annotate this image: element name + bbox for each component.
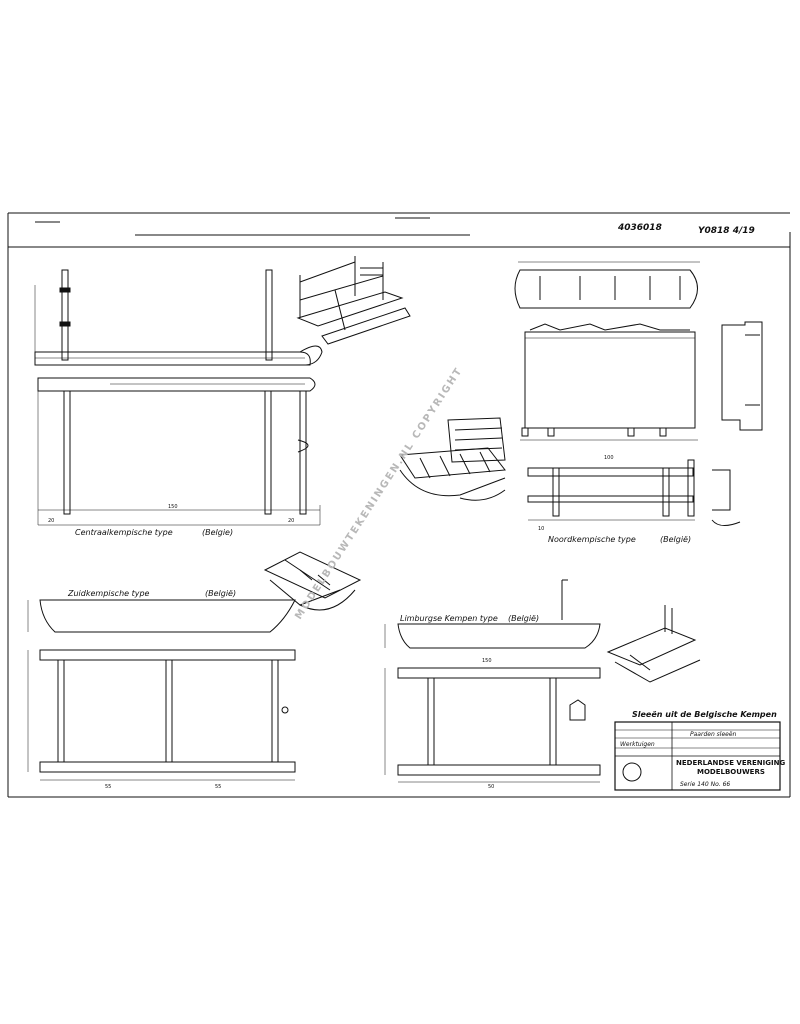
noord-plan-view bbox=[520, 323, 698, 441]
drawing-number: 4036018 bbox=[617, 223, 662, 233]
zuid-dim-span-b: 55 bbox=[215, 784, 221, 790]
noord-dim-length: 100 bbox=[604, 455, 614, 461]
centraal-sketch bbox=[296, 256, 411, 345]
title-block-category: Werktuigen bbox=[620, 741, 655, 748]
zuid-dim-span-a: 55 bbox=[105, 784, 111, 790]
centraal-dim-end: 20 bbox=[48, 518, 54, 524]
centraal-dim-end2: 20 bbox=[288, 518, 294, 524]
zuid-side-view bbox=[27, 599, 296, 633]
centraal-dim-length: 150 bbox=[168, 504, 178, 510]
title-block-subject: Paarden sleeën bbox=[690, 731, 737, 738]
noord-region: (België) bbox=[660, 535, 691, 544]
limburg-side-view bbox=[384, 579, 601, 649]
centraal-side-view bbox=[34, 269, 323, 366]
noord-dim-end: 10 bbox=[538, 526, 544, 532]
noord-side-view bbox=[527, 459, 741, 526]
noord-sketch bbox=[399, 417, 506, 501]
zuid-title: Zuidkempische type bbox=[67, 589, 150, 598]
limburg-sketch bbox=[606, 605, 701, 683]
title-block-org-line1: NEDERLANDSE VERENIGING bbox=[676, 759, 785, 767]
noord-top-view bbox=[514, 261, 700, 309]
sheet-frame bbox=[7, 212, 791, 798]
noord-end-view bbox=[721, 321, 763, 431]
zuid-plan-view bbox=[27, 649, 296, 781]
copyright-watermark: MODELBOUWTEKENINGEN.NL COPYRIGHT bbox=[293, 365, 465, 621]
centraal-plan-view bbox=[37, 377, 321, 526]
zuid-sketch bbox=[263, 551, 362, 611]
limburg-dim-length: 150 bbox=[482, 658, 492, 664]
centraal-region: (Belgie) bbox=[202, 528, 233, 537]
title-block-org-line2: MODELBOUWERS bbox=[697, 768, 765, 776]
limburg-region: (België) bbox=[508, 614, 539, 623]
title-block-number: Serie 140 No. 66 bbox=[680, 781, 730, 788]
centraal-title: Centraalkempische type bbox=[75, 528, 173, 537]
limburg-dim-mid: 50 bbox=[488, 784, 494, 790]
title-block-frame bbox=[614, 721, 781, 791]
noord-title: Noordkempische type bbox=[548, 535, 636, 544]
limburg-plan-view bbox=[384, 667, 601, 783]
title-block-heading: Sleeën uit de Belgische Kempen bbox=[632, 710, 777, 719]
drawing-stamp: Y0818 4/19 bbox=[698, 226, 755, 236]
zuid-region: (België) bbox=[205, 589, 236, 598]
limburg-title: Limburgse Kempen type bbox=[400, 614, 498, 623]
